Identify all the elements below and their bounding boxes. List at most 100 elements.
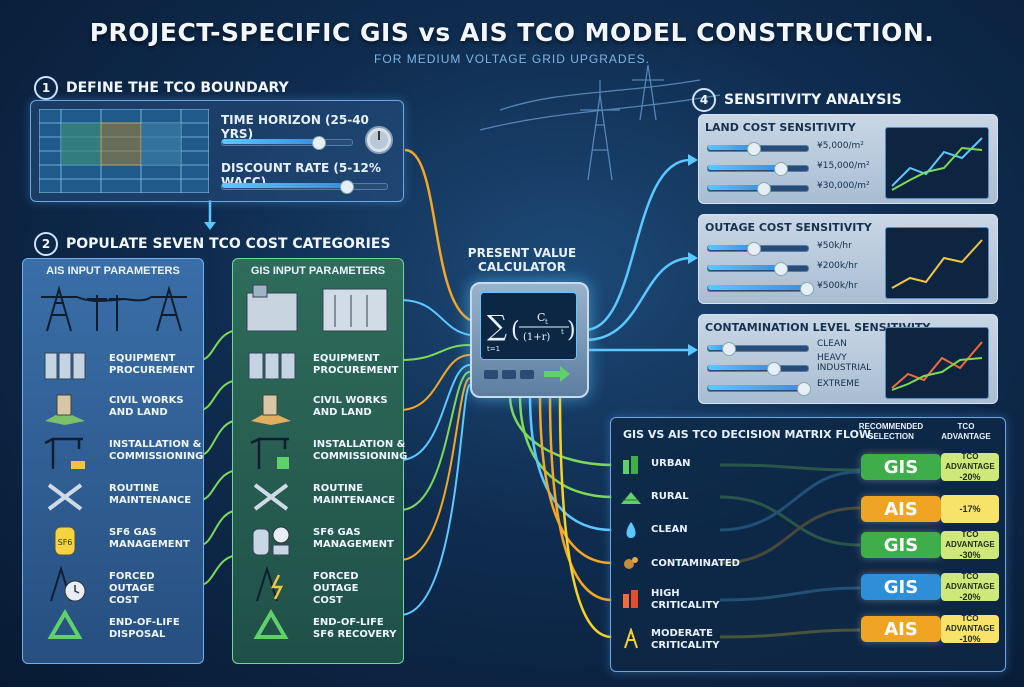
outage-value-1: ¥50k/hr bbox=[817, 241, 852, 251]
contamination-value-2: HEAVY INDUSTRIAL bbox=[817, 353, 872, 373]
decision-matrix-panel: GIS VS AIS TCO DECISION MATRIX FLOW. REC… bbox=[610, 417, 1006, 672]
switchgear-icon bbox=[44, 352, 86, 380]
outage-slider-3[interactable] bbox=[707, 282, 814, 296]
outage-value-3: ¥500k/hr bbox=[817, 281, 858, 291]
recommendation-2[interactable]: AIS bbox=[861, 496, 941, 522]
ais-panel-header: AIS INPUT PARAMETERS bbox=[46, 265, 180, 277]
contamination-title: CONTAMINATION LEVEL SENSITIVITY bbox=[705, 321, 931, 334]
advantage-tag-2: -17% bbox=[941, 495, 999, 523]
advantage-tag-3: TCO ADVANTAGE-30% bbox=[941, 530, 999, 560]
advantage-pct-5: -10% bbox=[959, 634, 981, 644]
land-cost-panel: LAND COST SENSITIVITY ¥5,000/m² ¥15,000/… bbox=[698, 114, 998, 204]
advantage-pct-3: -30% bbox=[959, 550, 981, 560]
gis-row-civil: CIVIL WORKS AND LAND bbox=[313, 395, 388, 418]
matrix-title: GIS VS AIS TCO DECISION MATRIX FLOW. bbox=[623, 428, 875, 441]
outage-cost-panel: OUTAGE COST SENSITIVITY ¥50k/hr ¥200k/hr… bbox=[698, 214, 998, 304]
outage-slider-2[interactable] bbox=[707, 262, 809, 276]
svg-text:(: ( bbox=[511, 318, 520, 343]
step1-title: DEFINE THE TCO BOUNDARY bbox=[66, 80, 289, 96]
svg-text:SF6: SF6 bbox=[58, 538, 73, 547]
step4-heading: 4 SENSITIVITY ANALYSIS bbox=[692, 88, 902, 112]
ais-row-outage: FORCED OUTAGE COST bbox=[109, 571, 155, 606]
calculator-title: PRESENT VALUE CALCULATOR bbox=[467, 246, 577, 274]
gis-switchgear-icon bbox=[248, 352, 296, 380]
calculator-screen: ∑ t=1 C t (1+r) t ( ) bbox=[480, 292, 577, 360]
ais-row-installation: INSTALLATION & COMMISSIONING bbox=[109, 439, 204, 462]
time-horizon-label: TIME HORIZON (25-40 YRS) bbox=[221, 113, 369, 141]
advantage-tag-4: TCO ADVANTAGE-20% bbox=[941, 572, 999, 602]
wrench-icon bbox=[47, 483, 83, 511]
land-cost-title: LAND COST SENSITIVITY bbox=[705, 121, 856, 134]
outage-slider-1[interactable] bbox=[707, 242, 809, 256]
formula-numerator: C bbox=[537, 311, 545, 324]
gis-civil-icon bbox=[251, 394, 291, 425]
tco-boundary-panel: TIME HORIZON (25-40 YRS) DISCOUNT RATE (… bbox=[30, 100, 404, 202]
land-slider-3[interactable] bbox=[707, 182, 809, 196]
contamination-value-1: CLEAN bbox=[817, 339, 847, 349]
outage-value-2: ¥200k/hr bbox=[817, 261, 858, 271]
advantage-tag-1: TCO ADVANTAGE-20% bbox=[941, 452, 999, 482]
formula-denominator: (1+r) bbox=[523, 332, 550, 343]
recommendation-3[interactable]: GIS bbox=[861, 532, 941, 558]
recycle-icon bbox=[47, 609, 83, 639]
ais-row-disposal: END-OF-LIFE DISPOSAL bbox=[109, 617, 180, 640]
land-slider-1[interactable] bbox=[707, 142, 809, 156]
gis-panel-header: GIS INPUT PARAMETERS bbox=[250, 265, 386, 277]
gis-recycle-icon bbox=[253, 609, 289, 639]
outage-cost-chart bbox=[885, 227, 989, 299]
formula-exp: t bbox=[561, 328, 564, 336]
land-value-1: ¥5,000/m² bbox=[817, 141, 864, 151]
contamination-icon bbox=[624, 557, 638, 569]
step2-title: POPULATE SEVEN TCO COST CATEGORIES bbox=[66, 236, 391, 252]
page-title: PROJECT-SPECIFIC GIS vs AIS TCO MODEL CO… bbox=[89, 18, 935, 47]
outage-cost-title: OUTAGE COST SENSITIVITY bbox=[705, 221, 872, 234]
gis-outage-icon bbox=[256, 565, 284, 602]
formula-sum-bottom: t=1 bbox=[487, 345, 500, 353]
contamination-slider-1[interactable] bbox=[707, 342, 809, 356]
recommendation-5[interactable]: AIS bbox=[861, 616, 941, 642]
step2-heading: 2 POPULATE SEVEN TCO COST CATEGORIES bbox=[34, 232, 391, 256]
gis-row-sf6: SF6 GAS MANAGEMENT bbox=[313, 527, 394, 550]
matrix-row-contaminated: CONTAMINATED bbox=[651, 558, 740, 569]
arrow-right-icon[interactable] bbox=[544, 366, 570, 382]
formula-numerator-sub: t bbox=[545, 318, 548, 326]
page-subtitle: FOR MEDIUM VOLTAGE GRID UPGRADES. bbox=[374, 52, 650, 66]
gis-gas-gauge-icon bbox=[252, 526, 290, 556]
ais-row-sf6: SF6 GAS MANAGEMENT bbox=[109, 527, 190, 550]
calculator-button-2[interactable] bbox=[502, 370, 516, 379]
spreadsheet-icon bbox=[39, 109, 209, 193]
gis-crane-icon bbox=[250, 437, 289, 469]
svg-text:∑: ∑ bbox=[487, 309, 507, 342]
discount-rate-slider[interactable] bbox=[221, 180, 388, 194]
matrix-row-moderate-criticality: MODERATE CRITICALITY bbox=[651, 628, 720, 651]
recommendation-4[interactable]: GIS bbox=[861, 574, 941, 600]
contamination-slider-2[interactable] bbox=[707, 362, 809, 376]
gis-row-installation: INSTALLATION & COMMISSIONING bbox=[313, 439, 408, 462]
gis-row-equipment: EQUIPMENT PROCUREMENT bbox=[313, 353, 399, 376]
land-slider-2[interactable] bbox=[707, 162, 809, 176]
matrix-col-advantage: TCO ADVANTAGE bbox=[941, 422, 991, 441]
dial-knob-icon[interactable] bbox=[364, 125, 394, 155]
pv-formula: ∑ t=1 C t (1+r) t ( ) bbox=[487, 309, 576, 353]
land-cost-chart bbox=[885, 127, 989, 199]
contamination-slider-3[interactable] bbox=[707, 382, 811, 396]
ais-row-maintenance: ROUTINE MAINTENANCE bbox=[109, 483, 192, 506]
advantage-label-1: TCO ADVANTAGE bbox=[945, 452, 995, 471]
advantage-label-4: TCO ADVANTAGE bbox=[945, 572, 995, 591]
recommendation-1[interactable]: GIS bbox=[861, 454, 941, 480]
time-horizon-slider[interactable] bbox=[221, 136, 353, 150]
advantage-pct-4: -20% bbox=[959, 592, 981, 602]
matrix-row-high-criticality: HIGH CRITICALITY bbox=[651, 588, 720, 611]
transmission-tower-icon bbox=[41, 285, 187, 332]
water-drop-icon bbox=[626, 522, 636, 538]
civil-works-icon bbox=[45, 394, 85, 425]
advantage-pct-1: -20% bbox=[959, 472, 981, 482]
high-criticality-icon bbox=[623, 590, 638, 608]
step1-heading: 1 DEFINE THE TCO BOUNDARY bbox=[34, 76, 289, 100]
gas-cylinder-icon: SF6 bbox=[54, 526, 76, 556]
calculator-button-1[interactable] bbox=[484, 370, 498, 379]
gis-parameters-panel: GIS INPUT PARAMETERS EQUIPMENT PROCUREME… bbox=[232, 258, 408, 664]
calculator-button-3[interactable] bbox=[520, 370, 534, 379]
land-value-3: ¥30,000/m² bbox=[817, 181, 870, 191]
step4-title: SENSITIVITY ANALYSIS bbox=[724, 92, 902, 108]
